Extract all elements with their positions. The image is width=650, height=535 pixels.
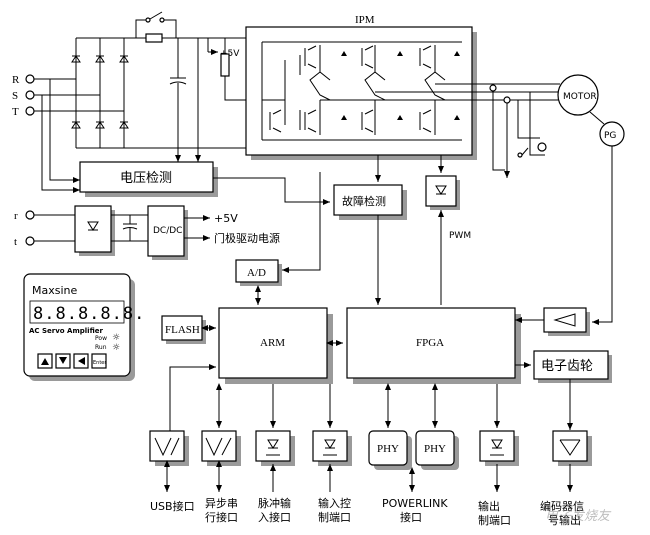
port-labels: USB接口 异步串 行接口 脉冲输 入接口 输入控 制端口 POWERLINK …: [150, 496, 612, 527]
dcdc-converter: [147, 205, 185, 257]
soft-start-resistor: [145, 33, 163, 43]
phy2-label: PHY: [424, 443, 446, 455]
power-stage: R S T: [12, 11, 262, 193]
run-led-icon: ☼: [112, 343, 120, 353]
encoder-output-port: [552, 430, 588, 462]
control-rectifier: [74, 205, 112, 253]
ctrl-label-t: t: [14, 236, 17, 248]
ad-label: A/D: [247, 267, 266, 279]
control-power: r t DC/DC +5V 门极驱动电源: [14, 205, 280, 260]
motor-symbol: [557, 74, 599, 116]
pwm-label: PWM: [449, 231, 471, 241]
fault-detect-block: 故障检测: [333, 155, 407, 305]
motor-section: MOTOR PG: [472, 74, 625, 325]
serial-label-2: 行接口: [205, 511, 238, 524]
terminal-r: [25, 74, 35, 84]
ad-block: A/D: [235, 172, 321, 305]
output-label-2: 制端口: [478, 514, 511, 527]
gate-drive-label: 门极驱动电源: [214, 231, 280, 245]
arm-block: ARM: [167, 307, 343, 453]
panel-brand: Maxsine: [32, 284, 78, 297]
panel-run: Run: [95, 344, 107, 351]
brake-resistor: [220, 53, 230, 77]
ctrl-label-r: r: [14, 210, 18, 222]
electronic-gear-label: 电子齿轮: [541, 359, 593, 374]
usb-label: USB接口: [150, 500, 195, 513]
pulse-label-1: 脉冲输: [258, 496, 291, 510]
electronic-gear-block: 电子齿轮: [515, 350, 612, 430]
pulse-input-port: [255, 430, 291, 462]
panel-subtitle: AC Servo Amplifier: [29, 327, 103, 335]
up-arrow-icon: [41, 358, 49, 365]
panel-display: 8.8.8.8.8.: [33, 304, 145, 324]
plus5v-label: +5V: [214, 212, 238, 225]
flash-block: FLASH: [161, 315, 216, 344]
pulse-label-2: 入接口: [258, 511, 291, 524]
left-arrow-icon: [78, 357, 85, 365]
ipm-label: IPM: [355, 14, 375, 26]
phy-1: [368, 430, 408, 466]
rectifier-diodes: [71, 55, 129, 129]
input-label-t: T: [12, 106, 19, 118]
panel-pow: Pow: [95, 335, 107, 342]
keypad-panel: Maxsine 8.8.8.8.8. AC Servo Amplifier Po…: [23, 273, 145, 381]
phy1-label: PHY: [377, 443, 399, 455]
enter-key-label: Enter: [93, 360, 107, 366]
encoder-label-2: 号输出: [548, 513, 581, 527]
serial-port: [201, 430, 237, 462]
input-control-port: [312, 430, 348, 462]
output-label-1: 输出: [478, 499, 500, 513]
arm-label: ARM: [260, 337, 285, 349]
input-label-s: S: [12, 90, 18, 102]
svg-text:+5V: +5V: [220, 49, 240, 59]
dcdc-label: DC/DC: [153, 226, 182, 236]
down-arrow-icon: [59, 357, 67, 364]
watermark: 电子发烧友: [545, 509, 612, 524]
voltage-detect-label: 电压检测: [120, 171, 172, 186]
input-label-r: R: [12, 74, 20, 86]
motor-label: MOTOR: [563, 92, 597, 102]
terminal-t: [25, 106, 35, 116]
terminal-s: [25, 90, 35, 100]
pg-label: PG: [604, 131, 616, 141]
powerlink-label-2: 接口: [400, 511, 422, 524]
serial-label-1: 异步串: [205, 497, 238, 510]
encoder-buffer: [515, 307, 590, 336]
ipm-module: IPM: [245, 14, 500, 160]
output-control-port: [479, 430, 515, 462]
input-label-1: 输入控: [318, 496, 351, 510]
key-enter-button[interactable]: [91, 353, 107, 369]
fpga-label: FPGA: [416, 337, 444, 349]
pwm-optocoupler: PWM: [425, 155, 471, 305]
flash-label: FLASH: [165, 324, 200, 336]
fault-detect-label: 故障检测: [342, 194, 386, 208]
powerlink-label-1: POWERLINK: [382, 497, 448, 510]
phy-2: [415, 430, 455, 466]
encoder-label-1: 编码器信: [540, 499, 584, 513]
pow-led-icon: ☼: [112, 333, 120, 343]
input-label-2: 制端口: [318, 511, 351, 524]
fpga-block: FPGA: [346, 307, 521, 384]
interface-icons: PHY PHY: [149, 383, 592, 492]
voltage-detect-block: 电压检测: [79, 161, 330, 205]
